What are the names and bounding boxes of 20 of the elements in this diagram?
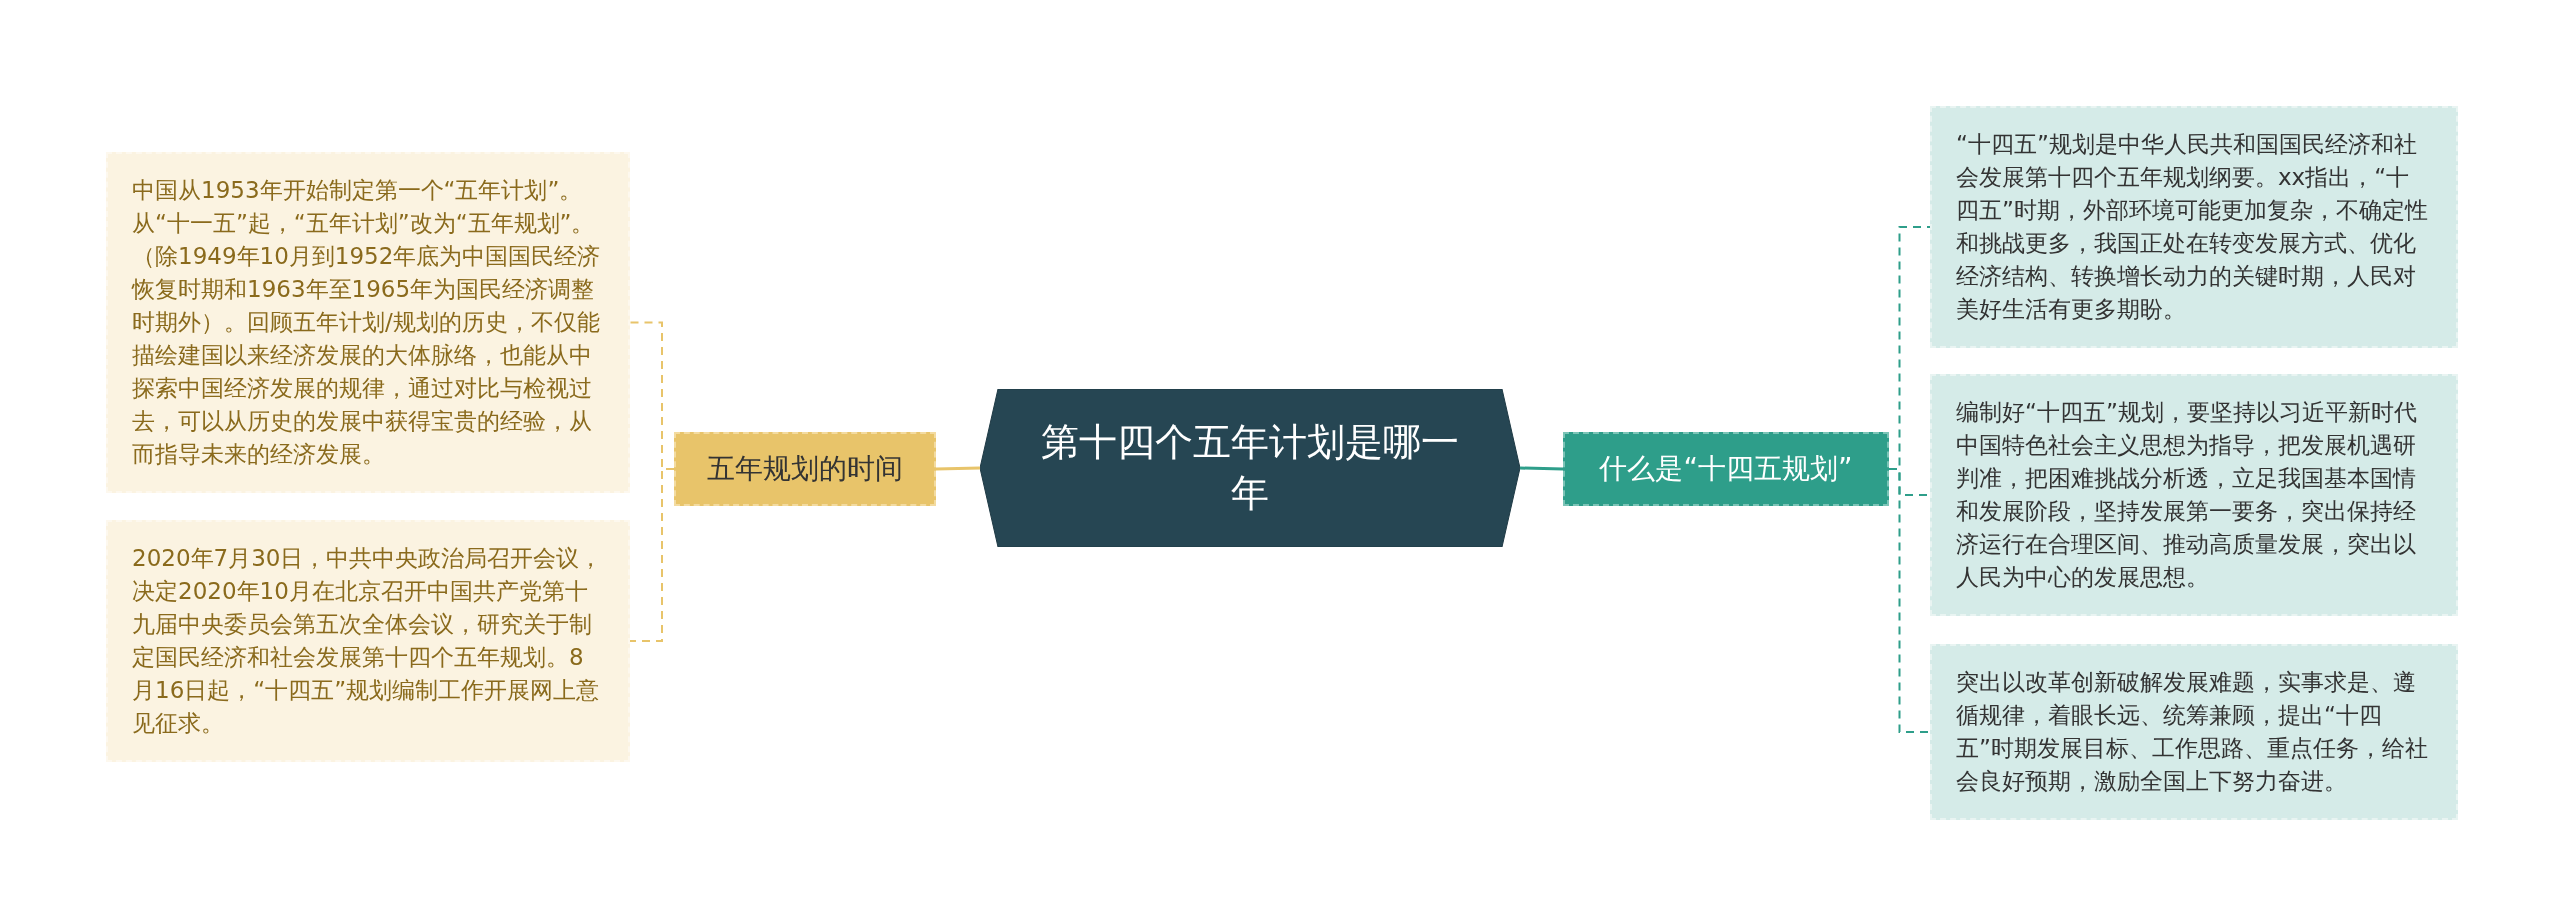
connector-line xyxy=(935,466,981,471)
topic-box xyxy=(1563,432,1889,506)
note-text: 中国从1953年开始制定第一个“五年计划”。从“十一五”起，“五年计划”改为“五年规划”。（除1949年10月到1952年底为中国国民经济恢复时期和1963年至1965年为国民经济调整时期外）。回顾五年计划/规划的历史，不仅能描绘建国以来经济发展的大体脉络，也能从中探索中国经济发展的规律，通过对比与检视过去，可以从历史的发展中获得宝贵的经验，从而指导未来的经济发展。 xyxy=(132,176,602,469)
connector-line xyxy=(629,468,675,642)
note-box xyxy=(106,152,630,493)
note-text: 编制好“十四五”规划，要坚持以习近平新时代中国特色社会主义思想为指导，把发展机遇研判准，把困难挑战分析透，立足我国基本国情和发展阶段，坚持发展第一要务，突出保持经济运行在合理区间、推动高质量发展，突出以人民为中心的发展思想。 xyxy=(1956,398,2418,592)
topic-text: 第十四个五年计划是哪一年 xyxy=(1040,418,1460,517)
central-topic-hexagon xyxy=(980,389,1520,547)
connector-line xyxy=(1888,468,1931,733)
note-box xyxy=(1930,106,2458,348)
topic-box xyxy=(674,432,936,506)
topic-text: 什么是“十四五规划” xyxy=(1599,451,1853,487)
note-text: 突出以改革创新破解发展难题，实事求是、遵循规律，着眼长远、统筹兼顾，提出“十四五”时期发展目标、工作思路、重点任务，给社会良好预期，激励全国上下努力奋进。 xyxy=(1956,668,2429,796)
note-box xyxy=(1930,374,2458,616)
topic-text: 五年规划的时间 xyxy=(707,451,903,487)
connector-line xyxy=(1519,466,1564,471)
note-text: 2020年7月30日，中共中央政治局召开会议，决定2020年10月在北京召开中国共产党第十九届中央委员会第五次全体会议，研究关于制定国民经济和社会发展第十四个五年规划。8月16日起，“十四五”规划编制工作开展网上意见征求。 xyxy=(132,544,604,738)
note-text: “十四五”规划是中华人民共和国国民经济和社会发展第十四个五年规划纲要。xx指出，“十四五”时期，外部环境可能更加复杂，不确定性和挑战更多，我国正处在转变发展方式、优化经济结构、转换增长动力的关键时期，人民对美好生活有更多期盼。 xyxy=(1956,130,2429,324)
note-box xyxy=(1930,644,2458,820)
note-box xyxy=(106,520,630,762)
